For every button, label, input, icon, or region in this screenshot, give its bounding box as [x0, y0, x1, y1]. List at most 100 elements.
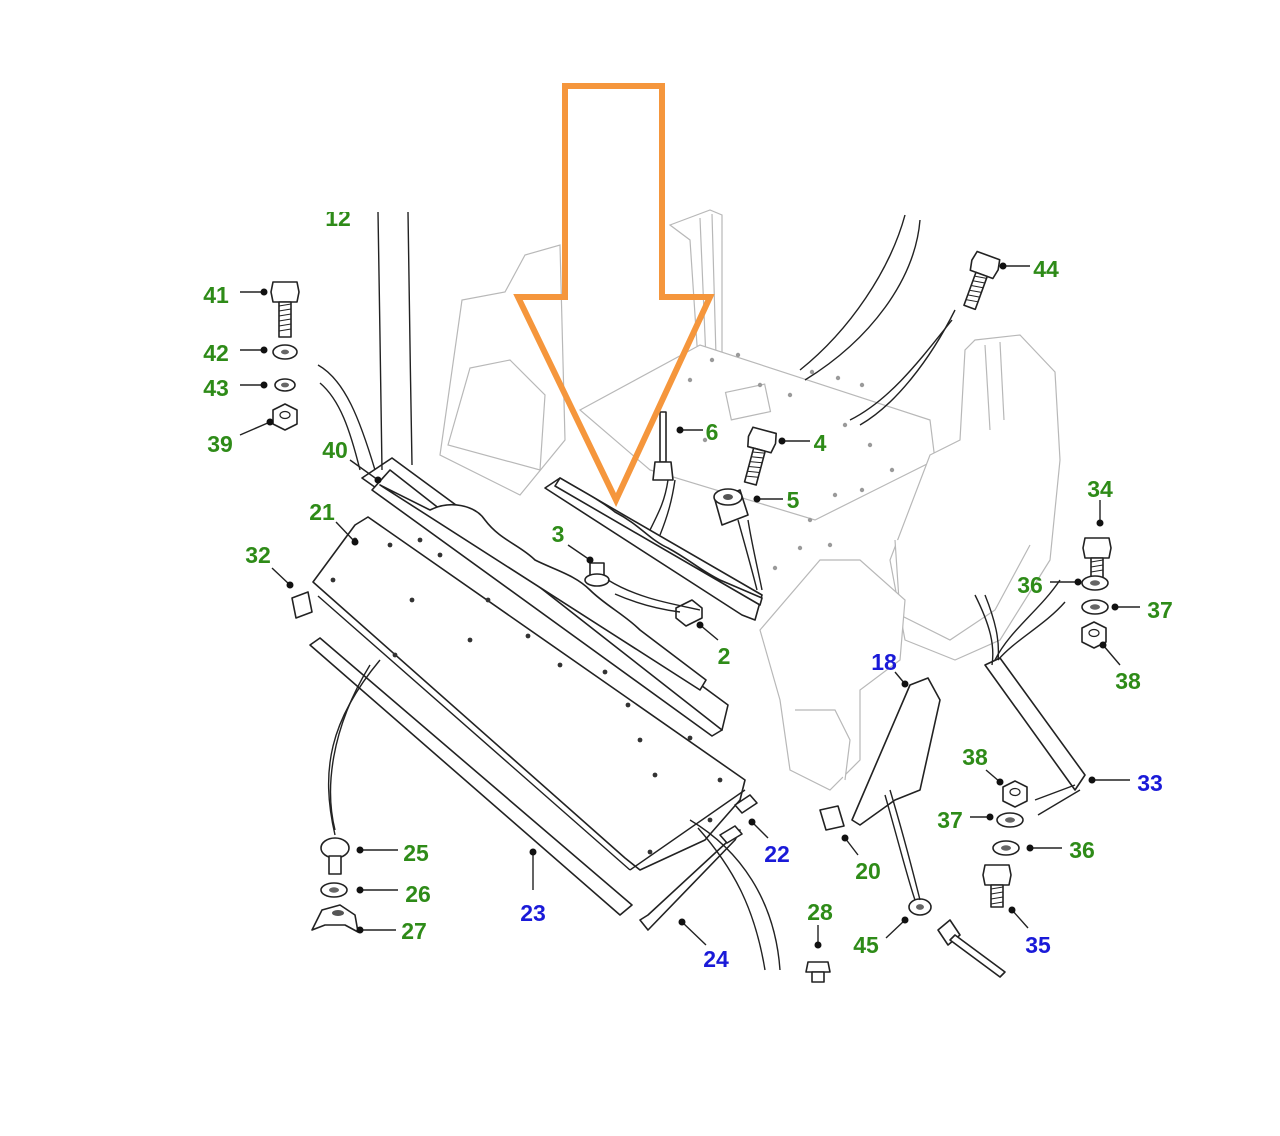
callout-38b: 38 — [962, 744, 1004, 786]
callout-label: 25 — [403, 840, 429, 866]
bolt-icon — [1082, 537, 1112, 579]
callout-label: 32 — [245, 542, 271, 568]
callout-12: 12 — [325, 205, 351, 231]
callout-label: 34 — [1087, 476, 1113, 502]
callout-label: 3 — [552, 521, 565, 547]
callout-label: 27 — [401, 918, 427, 944]
strip-22 — [719, 794, 758, 844]
callout-21: 21 — [309, 499, 359, 546]
callout-label: 26 — [405, 881, 431, 907]
callout-label: 22 — [764, 841, 790, 867]
plug-icon — [584, 562, 610, 587]
callout-label: 35 — [1025, 932, 1051, 958]
callout-44: 44 — [999, 256, 1059, 282]
panel-rivet-holes — [330, 537, 723, 855]
block-icon — [819, 805, 845, 831]
channel-rail-40 — [361, 457, 729, 737]
callout-label: 38 — [962, 744, 988, 770]
washer-icon — [320, 882, 348, 898]
callout-label: 42 — [203, 340, 229, 366]
callout-label: 20 — [855, 858, 881, 884]
floor-mounting-holes — [677, 352, 895, 571]
nut-icon — [272, 403, 298, 431]
callout-42: 42 — [203, 340, 268, 366]
callout-3: 3 — [552, 521, 594, 564]
washer-icon — [1081, 599, 1109, 615]
washer-icon — [272, 344, 298, 360]
callout-20: 20 — [841, 834, 881, 884]
callout-36b: 36 — [1026, 837, 1095, 863]
washer-icon — [992, 840, 1020, 856]
callout-label: 23 — [520, 900, 546, 926]
callout-label: 33 — [1137, 770, 1163, 796]
callout-5: 5 — [753, 487, 800, 513]
callout-label: 6 — [706, 419, 719, 445]
highlight-arrow — [513, 83, 715, 508]
callout-label: 41 — [203, 282, 229, 308]
callout-38: 38 — [1099, 641, 1141, 694]
callout-label: 38 — [1115, 668, 1141, 694]
callout-41: 41 — [203, 282, 268, 308]
callout-6: 6 — [676, 419, 719, 445]
clip-nut-icon — [311, 904, 359, 933]
callout-24: 24 — [678, 918, 729, 972]
bolt-icon — [963, 250, 1001, 311]
callout-34: 34 — [1087, 476, 1113, 527]
callout-label: 44 — [1033, 256, 1059, 282]
bolt-icon — [270, 281, 300, 338]
callout-label: 39 — [207, 431, 233, 457]
bracket-18 — [851, 677, 941, 826]
bolt-icon — [982, 864, 1012, 908]
nut-icon — [1081, 621, 1107, 649]
callout-45: 45 — [853, 916, 909, 958]
block-icon — [291, 591, 313, 619]
callout-27: 27 — [356, 918, 427, 944]
floor-panel-21 — [312, 516, 746, 871]
callout-label: 40 — [322, 437, 348, 463]
callout-2: 2 — [696, 621, 731, 669]
curved-leaders — [317, 211, 1081, 971]
strut-33 — [984, 657, 1086, 791]
callout-37b: 37 — [937, 807, 994, 833]
callout-label: 4 — [814, 430, 827, 456]
washer-icon — [996, 812, 1024, 828]
callout-4: 4 — [778, 430, 827, 456]
callout-label: 21 — [309, 499, 335, 525]
callout-18: 18 — [871, 649, 909, 688]
callout-22: 22 — [748, 818, 790, 867]
callout-36: 36 — [1017, 572, 1082, 598]
callout-label: 37 — [937, 807, 963, 833]
callout-label: 37 — [1147, 597, 1173, 623]
rivet-icon — [937, 919, 1006, 978]
callout-28: 28 — [807, 899, 833, 949]
callout-25: 25 — [356, 840, 429, 866]
callout-label: 18 — [871, 649, 897, 675]
strip-23 — [309, 637, 633, 916]
washer-icon — [274, 378, 296, 392]
callout-label: 24 — [703, 946, 729, 972]
washer-icon — [1081, 575, 1109, 591]
callout-33: 33 — [1088, 770, 1163, 796]
callout-37: 37 — [1111, 597, 1173, 623]
pin-icon — [652, 411, 674, 481]
nut-icon — [1002, 780, 1028, 808]
slotted-screw-icon — [320, 837, 350, 875]
callout-label: 5 — [787, 487, 800, 513]
callout-32: 32 — [245, 542, 294, 589]
callout-label: 28 — [807, 899, 833, 925]
callout-label: 45 — [853, 932, 879, 958]
callout-label: 43 — [203, 375, 229, 401]
callout-label: 36 — [1069, 837, 1095, 863]
bolt-icon — [805, 961, 831, 983]
callout-43: 43 — [203, 375, 268, 401]
bolt-icon — [743, 426, 777, 486]
callout-26: 26 — [356, 881, 431, 907]
callout-label: 2 — [718, 643, 731, 669]
callout-35: 35 — [1008, 906, 1051, 958]
wavy-bracket — [544, 477, 763, 621]
callout-label: 12 — [325, 205, 351, 231]
hardware-fasteners — [270, 250, 1112, 983]
